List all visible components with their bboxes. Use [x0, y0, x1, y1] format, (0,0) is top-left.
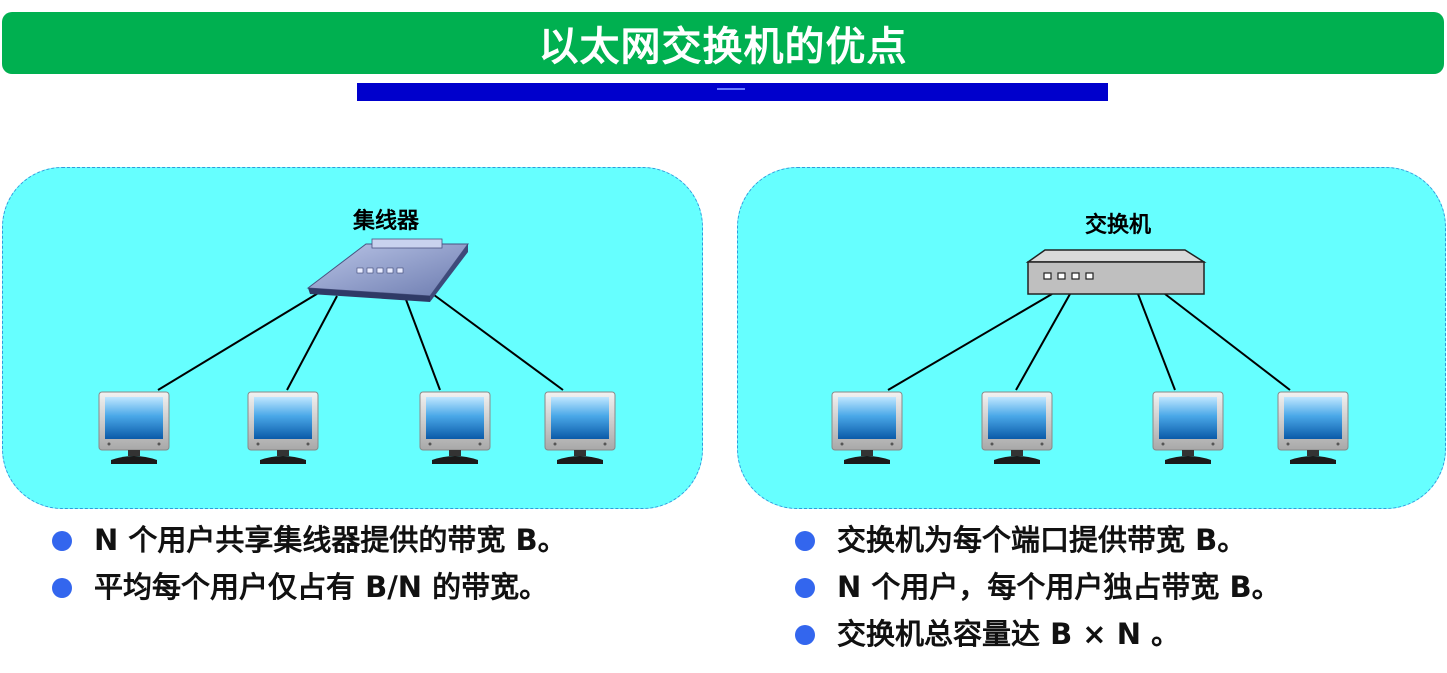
hub-links	[157, 291, 564, 391]
bullet-icon	[795, 577, 815, 598]
computer-icon	[1152, 391, 1224, 465]
computer-icon	[831, 391, 903, 465]
computer-icon	[98, 391, 170, 465]
switch-computers	[831, 391, 1349, 465]
computer-icon	[544, 391, 616, 465]
list-item: 平均每个用户仅占有 B/N 的带宽。	[52, 564, 567, 611]
switch-panel	[737, 167, 1446, 509]
switch-bullet-list: 交换机为每个端口提供带宽 B。 N 个用户，每个用户独占带宽 B。 交换机总容量…	[795, 517, 1281, 658]
bullet-icon	[795, 530, 815, 551]
computer-icon	[419, 391, 491, 465]
title-banner: 以太网交换机的优点	[2, 12, 1444, 74]
switch-icon: 交换机	[1025, 212, 1207, 295]
blue-strip	[357, 83, 1108, 101]
computer-icon	[247, 391, 319, 465]
bullet-icon	[52, 577, 72, 598]
page-title: 以太网交换机的优点	[538, 24, 908, 70]
switch-label: 交换机	[1085, 212, 1151, 238]
hub-label: 集线器	[352, 208, 420, 234]
switch-links	[887, 293, 1291, 391]
computer-icon	[981, 391, 1053, 465]
list-item: 交换机为每个端口提供带宽 B。	[795, 517, 1281, 564]
hub-icon: 集线器	[306, 208, 469, 302]
hub-panel	[2, 167, 703, 509]
bullet-icon	[795, 624, 815, 645]
bullet-icon	[52, 530, 72, 551]
computer-icon	[1277, 391, 1349, 465]
hub-computers	[98, 391, 616, 465]
list-item: N 个用户共享集线器提供的带宽 B。	[52, 517, 567, 564]
list-item: N 个用户，每个用户独占带宽 B。	[795, 564, 1281, 611]
hub-bullet-list: N 个用户共享集线器提供的带宽 B。 平均每个用户仅占有 B/N 的带宽。	[52, 517, 567, 611]
list-item: 交换机总容量达 B × N 。	[795, 611, 1281, 658]
